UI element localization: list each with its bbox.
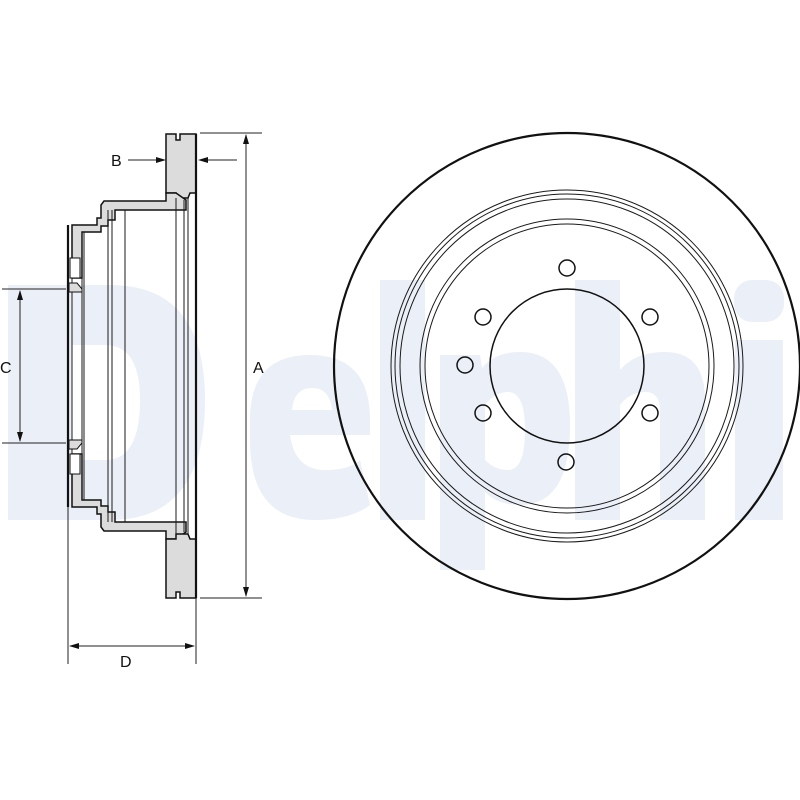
front-view — [332, 131, 800, 601]
bolt-hole — [474, 404, 492, 422]
dimension-c-label: C — [0, 360, 12, 377]
side-section-view — [66, 133, 198, 599]
bolt-hole — [558, 259, 576, 277]
outer-disc-edge — [332, 131, 800, 601]
bolt-hole — [557, 453, 575, 471]
dimension-d-label: D — [120, 654, 132, 671]
bolt-hole — [641, 404, 659, 422]
section-top-friction-ring — [165, 133, 197, 199]
section-bottom-friction-ring — [165, 533, 197, 599]
dimension-d: D — [67, 507, 197, 671]
dimension-a: A — [200, 132, 264, 599]
centre-bore — [489, 288, 645, 444]
dimension-a-label: A — [253, 360, 264, 377]
bolt-holes — [456, 259, 659, 471]
dimension-c: C — [0, 288, 66, 444]
dimension-b: B — [111, 153, 237, 170]
dimension-b-label: B — [111, 153, 122, 170]
section-top-hat — [71, 192, 187, 279]
bolt-hole — [456, 356, 474, 374]
bolt-hole — [641, 308, 659, 326]
bolt-hole — [474, 308, 492, 326]
delphi-watermark — [8, 280, 784, 570]
